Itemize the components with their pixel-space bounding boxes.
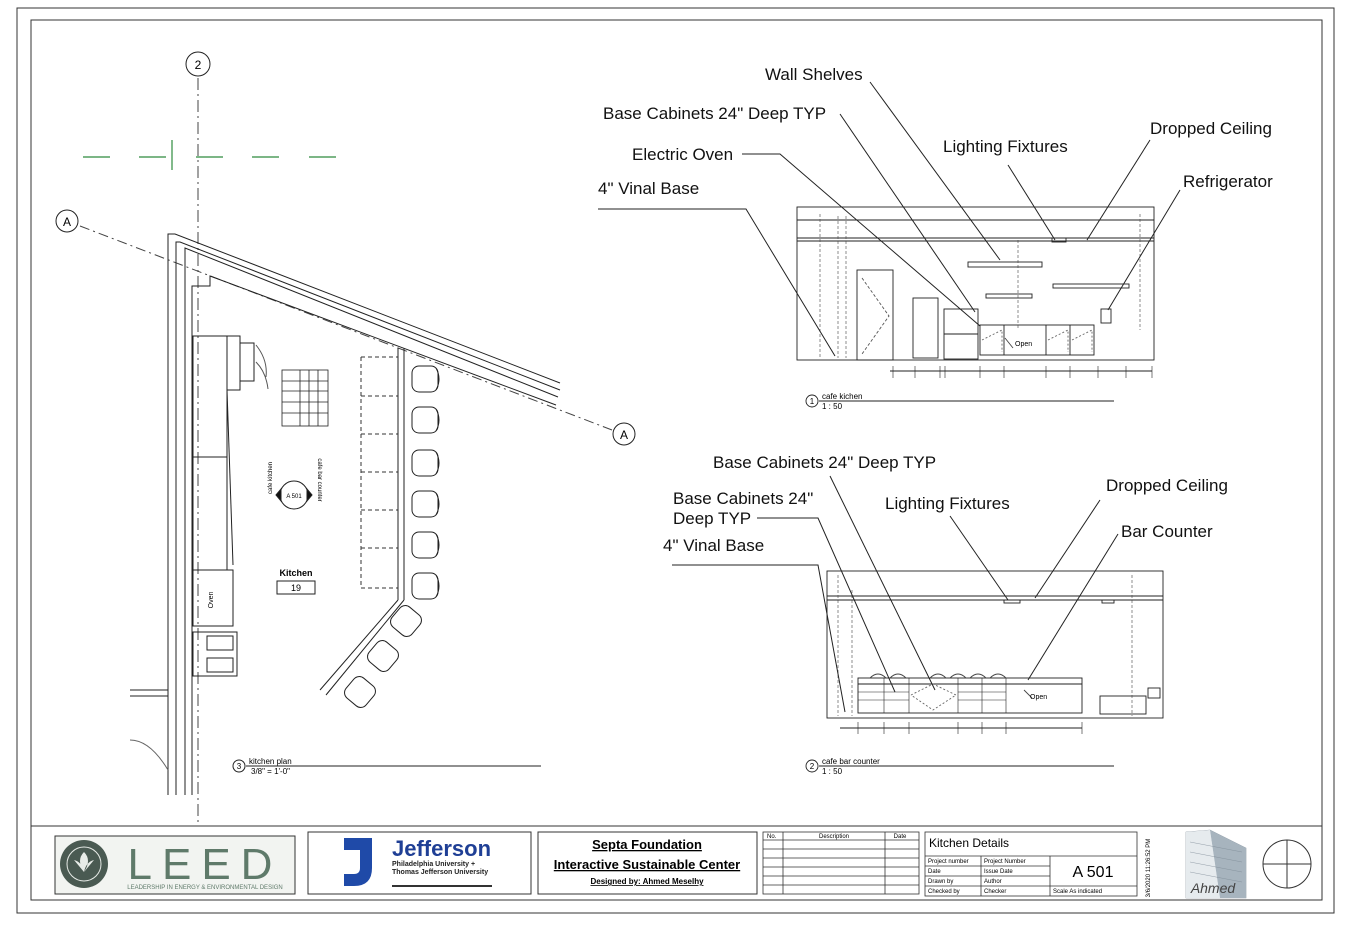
callout-lighting-1: Lighting Fixtures [943,137,1068,156]
row-0-label: Project number [928,859,969,865]
elev-1-open-label: Open [1015,341,1032,348]
callout-lighting-2: Lighting Fixtures [885,494,1010,513]
section-label-a-right: A [620,428,628,442]
designer-credit: Designed by: Ahmed Meselhy [590,877,704,886]
callout-base-cabinets-1: Base Cabinets 24" Deep TYP [603,104,827,123]
print-timestamp: 3/6/2020 11:26:52 PM [1146,839,1152,898]
callout-refrigerator: Refrigerator [1183,172,1273,191]
sheet-number: A 501 [1073,864,1114,881]
elevation-tag-label: A 501 [286,494,302,500]
inner-border [30,19,1323,901]
callout-wall-shelves: Wall Shelves [765,65,863,84]
row-1-value: Issue Date [984,869,1013,875]
view-3-name: kitchen plan [249,757,292,766]
leed-letters: LEED [128,840,283,889]
view-1-scale: 1 : 50 [822,402,843,411]
project-line2: Interactive Sustainable Center [554,857,740,872]
callout-electric-oven: Electric Oven [632,145,734,164]
room-number-box [276,580,316,595]
section-label-a-left: A [63,215,71,229]
section-line-a [79,225,613,431]
view-2-name: cafe bar counter [822,757,880,766]
kitchen-plan [55,51,636,826]
bar-stools [344,365,440,708]
project-panel [537,831,758,895]
room-name: Kitchen [279,568,312,578]
callout-dropped-ceiling-1: Dropped Ceiling [1150,119,1272,138]
leed-leaf-icon [74,852,94,872]
view-3-bubble [232,759,246,773]
view-3-scale: 3/8" = 1'-0" [251,767,290,776]
view-1-name: cafe kichen [822,392,862,401]
grid-bubble-2 [185,51,211,77]
callout-vinal-base-1: 4" Vinal Base [598,179,700,198]
elevation-tag [275,480,313,510]
jefferson-logo-icon [344,838,372,886]
elevation-cafe-kitchen [796,206,1155,408]
callout-base-cabinets-2a: Base Cabinets 24" Deep TYP [713,453,937,472]
rev-date-header: Date [894,834,907,840]
view-2-number: 2 [810,762,815,771]
leed-seal-ring [66,846,102,882]
leed-tagline: LEADERSHIP IN ENERGY & ENVIRONMENTAL DES… [127,885,282,891]
elev-2-open-label: Open [1030,694,1047,701]
section-bubble-a-left [55,209,79,233]
callout-bar-counter: Bar Counter [1121,522,1213,541]
row-1-label: Date [928,869,941,875]
row-2-label: Drawn by [928,879,953,885]
view-1-number: 1 [810,397,815,406]
plan-counters [192,335,269,677]
grid-label-2: 2 [195,58,202,72]
scale-note: Scale As indicated [1053,889,1102,895]
rev-no-header: No. [767,834,777,840]
sheet-info-table [924,831,1138,897]
section-bubble-a-right [612,422,636,446]
callout-base-cabinets-2b-line1: Base Cabinets 24" [673,489,814,508]
outer-border [16,7,1335,914]
green-reference-line [83,140,336,170]
callout-base-cabinets-2b-line2: Deep TYP [673,509,752,528]
sheet-name: Kitchen Details [929,836,1009,850]
room-number: 19 [291,583,301,593]
jefferson-name: Jefferson [392,836,491,861]
view-2-scale: 1 : 50 [822,767,843,776]
row-3-value: Checker [984,889,1006,895]
rev-desc-header: Description [819,834,849,840]
plan-walls [129,233,561,795]
row-0-value: Project Number [984,859,1026,865]
elevation-label-right: cafe bar counter [316,458,322,501]
bar-counter-outline [360,356,398,589]
elevation-label-left: cafe kitchen [268,462,274,494]
revision-table [762,831,920,895]
signature: Ahmed [1190,880,1237,896]
row-2-value: Author [984,879,1002,885]
oven-label: Oven [208,592,215,609]
bar-counter [319,348,405,696]
callout-dropped-ceiling-2: Dropped Ceiling [1106,476,1228,495]
row-3-label: Checked by [928,889,960,895]
jefferson-sub1: Philadelphia University + [392,861,475,868]
view-3-number: 3 [237,762,242,771]
project-line1: Septa Foundation [592,837,702,852]
jefferson-sub2: Thomas Jefferson University [392,869,488,876]
callout-vinal-base-2: 4" Vinal Base [663,536,765,555]
elevation-cafe-bar-counter [805,570,1164,773]
schedule-grid [281,369,329,427]
leaders-elevation-1 [598,81,1181,357]
leaders-elevation-2 [672,475,1119,713]
building-logo-icon [1185,829,1247,899]
